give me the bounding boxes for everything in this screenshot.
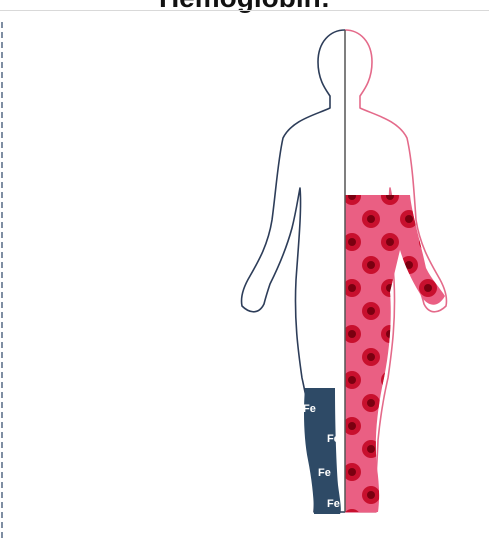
fe-label: Fe	[303, 403, 316, 415]
fe-label: Fe	[327, 498, 340, 510]
fe-label: Fe	[327, 433, 340, 445]
blood-cells	[340, 190, 450, 520]
fe-label: Fe	[318, 467, 331, 479]
